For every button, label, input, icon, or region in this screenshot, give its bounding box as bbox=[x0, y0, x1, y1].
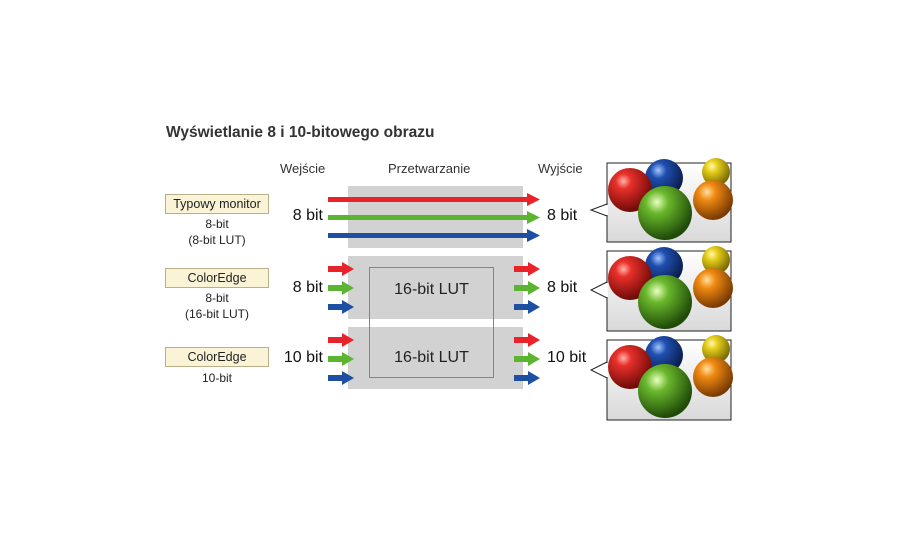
monitor-spec-coloredge-10bit-line1: 10-bit bbox=[201, 371, 233, 385]
lut-label-row-3: 16-bit LUT bbox=[394, 349, 469, 366]
blue-arrow-icon bbox=[328, 371, 354, 385]
column-header-input: Wejście bbox=[280, 161, 326, 176]
blue-arrow-icon bbox=[328, 229, 540, 242]
lut-label-row-2: 16-bit LUT bbox=[394, 281, 469, 298]
blue-arrow-icon bbox=[328, 300, 354, 314]
blue-arrow-icon bbox=[514, 300, 540, 314]
monitor-label-typical: Typowy monitor bbox=[165, 194, 269, 214]
output-bits-row-1: 8 bit bbox=[547, 207, 578, 224]
monitor-spec-typical-line1: 8-bit bbox=[205, 217, 229, 231]
red-arrow-icon bbox=[328, 333, 354, 347]
green-arrow-icon bbox=[328, 211, 540, 224]
lut-box bbox=[369, 267, 494, 378]
input-bits-row-3: 10 bit bbox=[283, 349, 323, 366]
output-bits-row-3: 10 bit bbox=[547, 349, 587, 366]
monitor-spec-coloredge-8bit-line2: (16-bit LUT) bbox=[184, 307, 249, 321]
monitor-spec-typical-line2: (8-bit LUT) bbox=[188, 233, 246, 247]
green-arrow-icon bbox=[328, 281, 354, 295]
red-arrow-icon bbox=[328, 193, 540, 206]
diagram-title: Wyświetlanie 8 i 10-bitowego obrazu bbox=[166, 124, 435, 141]
red-arrow-icon bbox=[514, 333, 540, 347]
input-bits-row-1: 8 bit bbox=[292, 207, 323, 224]
green-arrow-icon bbox=[514, 281, 540, 295]
color-balls-image bbox=[589, 335, 733, 421]
monitor-label-coloredge-8bit: ColorEdge bbox=[165, 268, 269, 288]
green-arrow-icon bbox=[514, 352, 540, 366]
color-balls-image bbox=[589, 246, 733, 332]
red-arrow-icon bbox=[328, 262, 354, 276]
monitor-spec-coloredge-8bit-line1: 8-bit bbox=[205, 291, 229, 305]
row-2-arrows bbox=[328, 262, 540, 314]
row-1-arrows bbox=[328, 193, 540, 242]
red-arrow-icon bbox=[514, 262, 540, 276]
column-header-processing: Przetwarzanie bbox=[388, 161, 471, 176]
blue-arrow-icon bbox=[514, 371, 540, 385]
output-bits-row-2: 8 bit bbox=[547, 279, 578, 296]
green-arrow-icon bbox=[328, 352, 354, 366]
column-header-output: Wyjście bbox=[538, 161, 583, 176]
color-balls-image bbox=[589, 158, 733, 243]
monitor-label-coloredge-10bit: ColorEdge bbox=[165, 347, 269, 367]
input-bits-row-2: 8 bit bbox=[292, 279, 323, 296]
row-3-arrows bbox=[328, 333, 540, 385]
